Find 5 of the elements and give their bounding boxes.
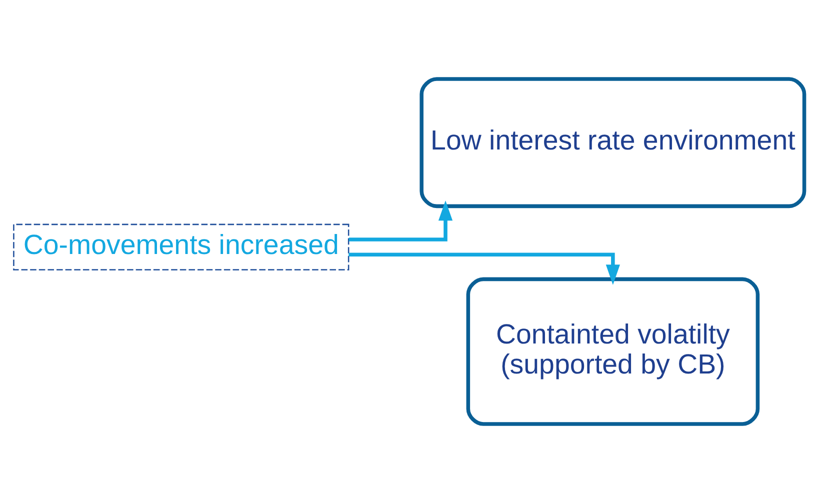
arrow xyxy=(348,200,453,242)
node-box: Containted volatilty (supported by CB) xyxy=(466,277,760,426)
arrow xyxy=(348,252,620,285)
node-box: Low interest rate environment xyxy=(420,77,806,208)
node-box: Co-movements increased xyxy=(13,224,350,270)
